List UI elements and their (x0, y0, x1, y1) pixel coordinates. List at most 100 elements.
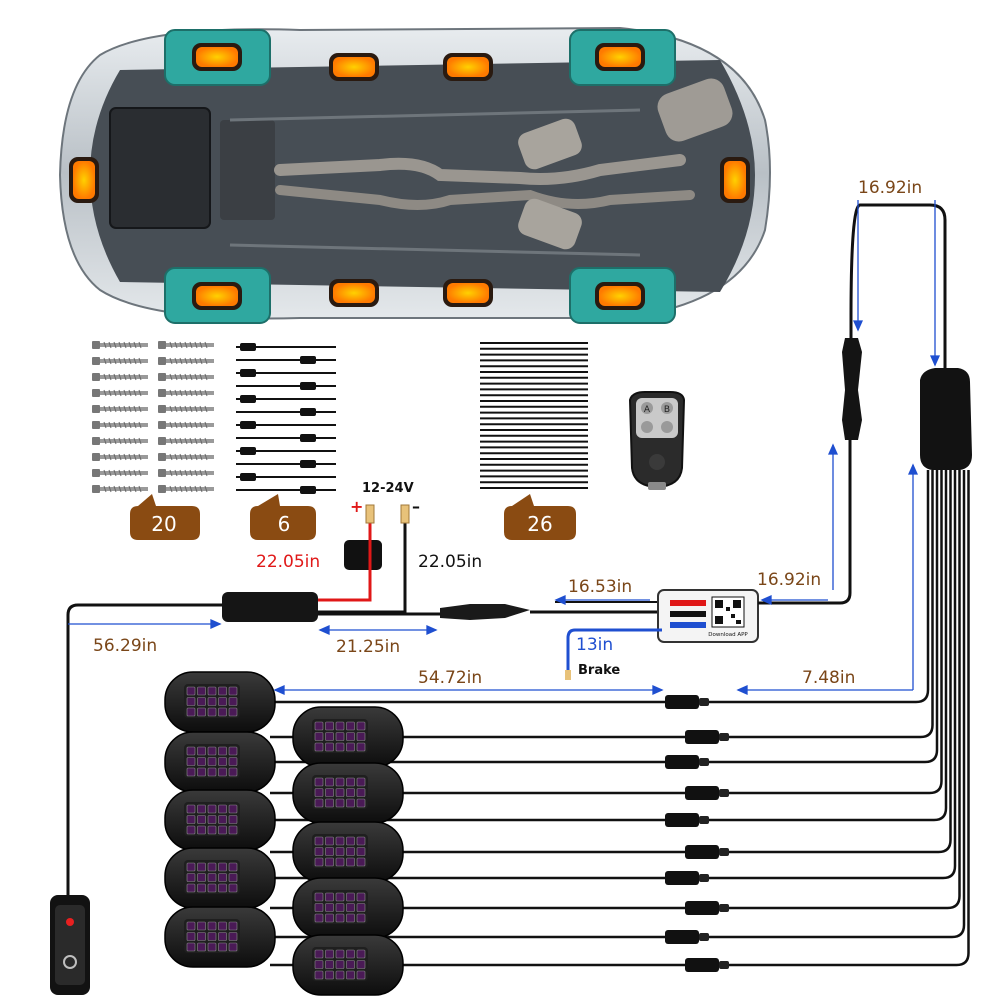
connector-wire (236, 473, 336, 481)
label-switch-length: 56.29in (93, 636, 157, 656)
rock-light-pod (164, 847, 276, 909)
splitter-hub (920, 368, 972, 470)
car-light (69, 157, 99, 203)
pod-wire (270, 470, 943, 795)
connector-wire (236, 486, 336, 494)
pod-plug (685, 901, 729, 915)
badge-ties: 26 (504, 494, 576, 540)
label-plus: + (350, 497, 363, 516)
screw (92, 421, 148, 429)
car-light (720, 157, 750, 203)
switch-indicator-led (66, 918, 74, 926)
remote-label-a: A (644, 405, 651, 415)
power-lead (66, 504, 665, 895)
car-light (443, 279, 493, 307)
rock-light-pod (164, 671, 276, 733)
rock-light-pod (164, 731, 276, 793)
badge-connectors-count: 6 (278, 512, 291, 536)
screw (92, 341, 148, 349)
car-light (192, 43, 242, 71)
screw (158, 405, 214, 413)
pod-plug (665, 930, 709, 944)
label-controller-out-length: 16.92in (757, 570, 821, 590)
screw (158, 341, 214, 349)
remote-control: A B (628, 391, 686, 490)
pod-plug (685, 958, 729, 972)
connector-wire (236, 447, 336, 455)
remote-label-b: B (664, 405, 670, 415)
car-light (595, 282, 645, 310)
cable-tie-set (480, 342, 588, 489)
connector-set (236, 343, 336, 494)
screw (92, 405, 148, 413)
car-light (595, 43, 645, 71)
label-harness-length: 21.25in (336, 637, 400, 657)
screw (158, 485, 214, 493)
hub-output-wires (270, 470, 970, 972)
screw (158, 437, 214, 445)
screw (158, 373, 214, 381)
pod-wire (270, 470, 930, 704)
pod-wire (270, 470, 966, 939)
label-red-wire-length: 22.05in (256, 552, 320, 572)
inline-connector (440, 604, 530, 620)
car-light (443, 53, 493, 81)
pod-wire (270, 470, 939, 764)
fuse-holder (344, 540, 382, 570)
label-black-wire-length: 22.05in (418, 552, 482, 572)
screw (92, 453, 148, 461)
badge-screws: 20 (130, 494, 200, 540)
remote-button-a (641, 402, 653, 414)
car-light (329, 53, 379, 81)
badge-ties-count: 26 (527, 512, 552, 536)
pod-plug (685, 786, 729, 800)
rocker-switch (50, 895, 90, 995)
label-brake-length: 13in (576, 635, 613, 655)
connector-wire (236, 421, 336, 429)
rock-light-pod (292, 821, 404, 883)
pod-wire (270, 470, 961, 910)
pod-plug (665, 695, 709, 709)
controller-plug (842, 203, 947, 440)
pod-plug (665, 755, 709, 769)
screw (158, 453, 214, 461)
connector-wire (236, 434, 336, 442)
rock-light-pod (164, 906, 276, 968)
label-pod-chain-length: 54.72in (418, 668, 482, 688)
pod-wire (270, 470, 934, 739)
rock-light-pod (164, 789, 276, 851)
connector-wire (236, 369, 336, 377)
power-harness-block (222, 592, 318, 622)
screw-set (92, 341, 214, 493)
connector-wire (236, 460, 336, 468)
connector-wire (236, 395, 336, 403)
rock-light-pods (164, 671, 404, 996)
screw (158, 421, 214, 429)
pod-wire (270, 470, 948, 822)
label-splitter-length: 7.48in (802, 668, 855, 688)
red-positive-wire (300, 520, 372, 602)
controller-box: Download APP (555, 440, 852, 680)
screw (92, 357, 148, 365)
controller-caption: Download APP (708, 632, 748, 638)
label-minus: – (412, 497, 420, 516)
rock-light-pod (292, 934, 404, 996)
pod-plug (665, 871, 709, 885)
badge-screws-count: 20 (151, 512, 176, 536)
screw (92, 437, 148, 445)
badge-connectors: 6 (250, 494, 316, 540)
rock-light-pod (292, 762, 404, 824)
screw (158, 469, 214, 477)
label-top-right-length: 16.92in (858, 178, 922, 198)
pod-plug (685, 730, 729, 744)
pod-wire (270, 470, 952, 854)
dimension-arrows (68, 200, 941, 696)
label-brake: Brake (578, 663, 620, 678)
connector-wire (236, 343, 336, 351)
pod-plug (685, 845, 729, 859)
label-to-controller-length: 16.53in (568, 577, 632, 597)
screw (92, 373, 148, 381)
connector-wire (236, 408, 336, 416)
connector-wire (236, 382, 336, 390)
